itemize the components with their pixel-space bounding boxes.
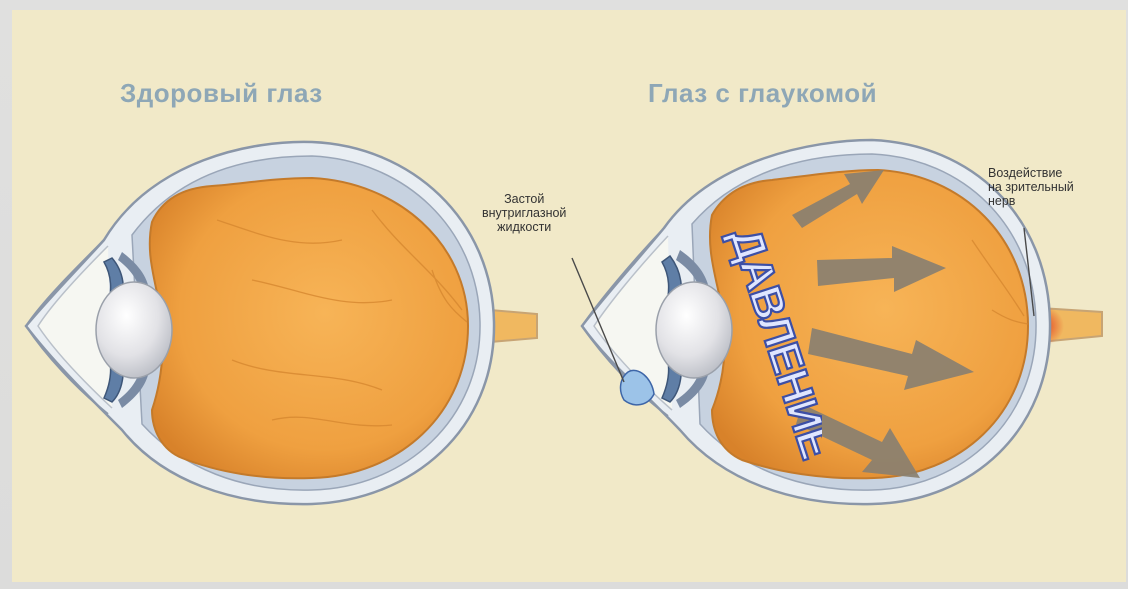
stagnation-label-line: внутриглазной <box>482 206 566 220</box>
stagnation-label-line: Застой <box>482 192 566 206</box>
stagnation-label-line: жидкости <box>482 220 566 234</box>
optic-nerve-label: Воздействие на зрительный нерв <box>988 166 1074 208</box>
lens-left <box>96 282 172 378</box>
optic-nerve-label-line: на зрительный <box>988 180 1074 194</box>
healthy-eye <box>26 142 537 504</box>
eyeball-left <box>150 178 468 478</box>
stagnation-label: Застой внутриглазной жидкости <box>482 192 566 234</box>
pressure-word: ДАВЛЕНИЕ <box>702 220 822 470</box>
pressure-word-text: ДАВЛЕНИЕ <box>720 222 822 464</box>
diagram-panel: Здоровый глаз Глаз с глаукомой <box>12 10 1126 582</box>
eyes-illustration <box>12 10 1126 582</box>
optic-nerve-label-line: нерв <box>988 194 1074 208</box>
optic-nerve-label-line: Воздействие <box>988 166 1074 180</box>
